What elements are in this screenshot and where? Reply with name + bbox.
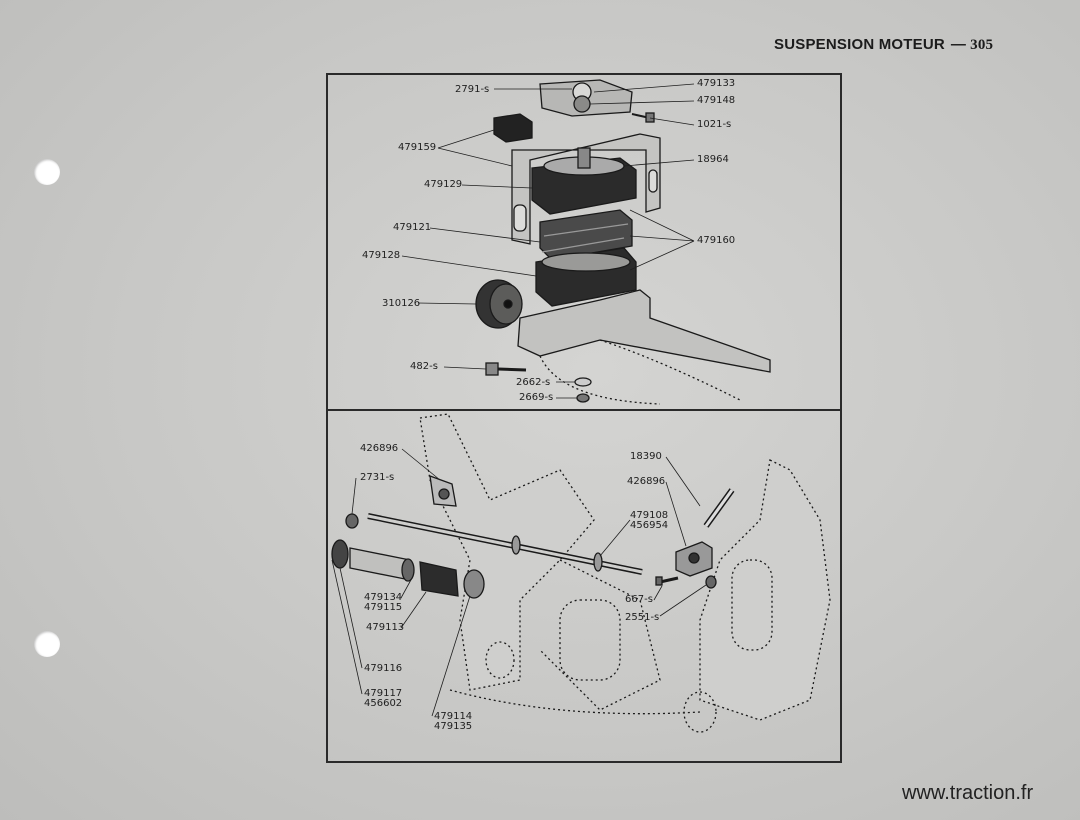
part-label: 2551-s [625, 612, 660, 623]
part-label: 479159 [398, 142, 437, 153]
punch-hole-bottom [34, 631, 60, 657]
part-label: 479108 [630, 510, 669, 521]
section-title: SUSPENSION MOTEUR [774, 36, 945, 53]
part-label: 2662-s [516, 377, 551, 388]
part-label: 310126 [382, 298, 421, 309]
part-label: 479129 [424, 179, 463, 190]
leader-lines [331, 83, 707, 717]
part-label: 479148 [697, 95, 736, 106]
watermark-url: www.traction.fr [902, 782, 1034, 804]
top-mount-illustration [475, 79, 771, 405]
part-label: 479117 [364, 688, 403, 699]
part-label: 479115 [364, 602, 403, 613]
diagram-frame [326, 73, 842, 763]
part-label: 479133 [697, 78, 736, 89]
part-label: 479121 [393, 222, 432, 233]
part-label: 18390 [630, 451, 662, 462]
part-label: 667-s [625, 594, 653, 605]
part-label: 479116 [364, 663, 403, 674]
bottom-rod-illustration [331, 413, 831, 733]
part-label: 426896 [360, 443, 399, 454]
part-label: 2791-s [455, 84, 490, 95]
page-number: 305 [970, 37, 994, 53]
part-label: 479128 [362, 250, 401, 261]
punch-hole-top [34, 159, 60, 185]
part-label: 426896 [627, 476, 666, 487]
part-label: 479113 [366, 622, 405, 633]
part-label: 18964 [697, 154, 729, 165]
header-dash: — [950, 36, 967, 53]
part-label: 456602 [364, 698, 403, 709]
part-label: 1021-s [697, 119, 732, 130]
part-label: 2731-s [360, 472, 395, 483]
part-label: 482-s [410, 361, 438, 372]
part-label: 456954 [630, 520, 669, 531]
diagram-divider [326, 409, 842, 411]
part-label: 479135 [434, 721, 473, 732]
part-label: 2669-s [519, 392, 554, 403]
part-label: 479160 [697, 235, 736, 246]
part-label: 479114 [434, 711, 473, 722]
part-label: 479134 [364, 592, 403, 603]
page-header: SUSPENSION MOTEUR —305 [774, 36, 993, 54]
